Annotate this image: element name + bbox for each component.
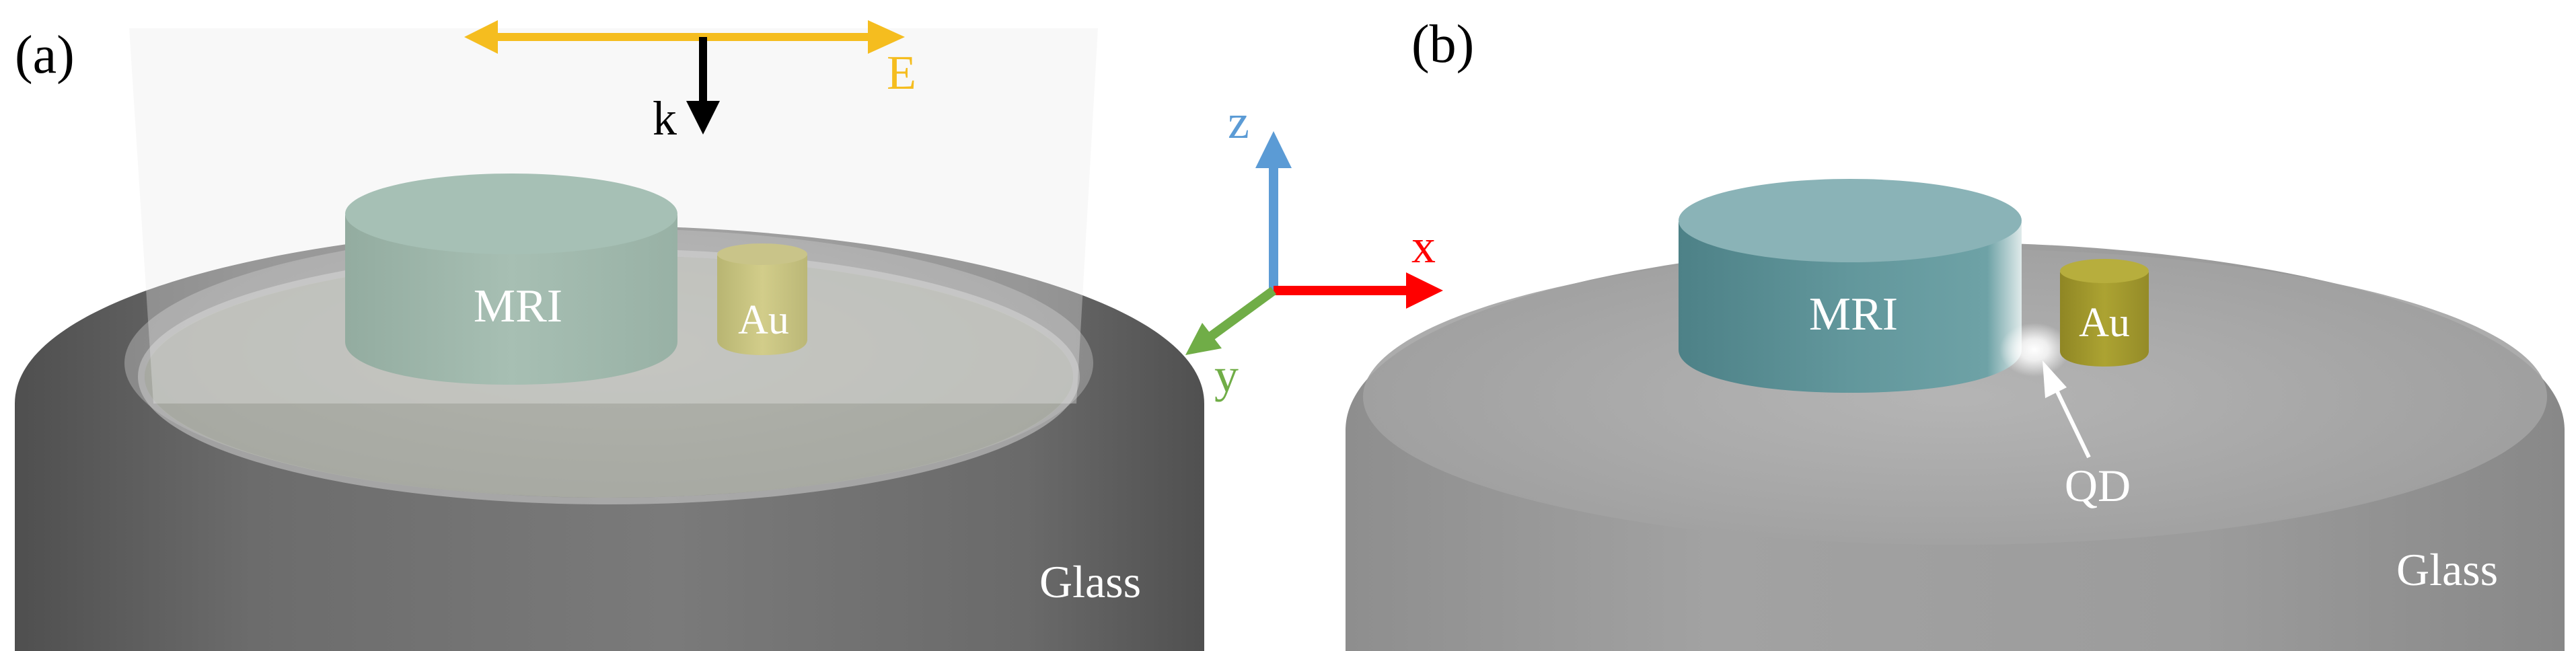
x-axis-label: x [1411,219,1436,273]
qd-emitter [1999,323,2069,377]
e-field-label: E [887,46,916,100]
mri-disk-b [1679,179,2022,393]
glass-substrate-b [1346,242,2565,651]
panel-a: (a) E k MRI Au Glass [15,20,1204,651]
qd-pointer-arrow [2043,360,2091,459]
z-axis-label: z [1228,95,1249,149]
e-field-arrow [464,20,905,54]
k-vector-label: k [653,91,677,145]
coordinate-axes: z x y [1185,95,1443,402]
au-label-b: Au [2079,300,2130,346]
y-axis-label: y [1214,348,1239,402]
glass-label-b: Glass [2396,544,2498,595]
x-axis-head [1406,272,1443,309]
au-particle-b [2060,259,2149,367]
mri-label-a: MRI [474,280,562,332]
z-axis-head [1255,131,1292,168]
au-label-a: Au [738,297,789,343]
panel-b: (b) MRI Au QD Glass [1346,15,2565,651]
panel-b-label: (b) [1411,15,1474,74]
k-vector-arrow [686,37,720,135]
qd-label: QD [2065,460,2131,511]
mri-disk-a [345,174,677,385]
panel-a-label: (a) [15,26,75,85]
y-axis-head [1185,323,1222,355]
y-axis [1208,286,1277,340]
mri-label-b: MRI [1809,289,1898,340]
glass-label-a: Glass [1039,556,1141,607]
au-particle-a [717,243,807,355]
